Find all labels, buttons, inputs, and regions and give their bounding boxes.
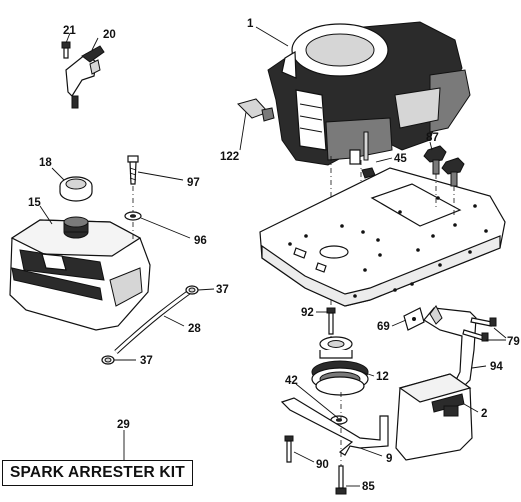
callout-12: 12 [376, 371, 389, 383]
spark-arrester-kit-label: SPARK ARRESTER KIT [10, 464, 185, 481]
part-21-screw [61, 41, 71, 59]
part-20-throttle-bracket [65, 45, 105, 109]
callout-29: 29 [117, 419, 130, 431]
callout-15: 15 [28, 197, 41, 209]
callout-18: 18 [39, 157, 52, 169]
part-28-fuel-line [114, 287, 194, 354]
part-42-washer [330, 415, 348, 425]
callout-79: 79 [507, 336, 520, 348]
part-2-muffler [395, 373, 473, 461]
part-37-clamp-bottom [101, 355, 115, 365]
part-85-bolt [335, 465, 347, 495]
callout-37-bottom: 37 [140, 355, 153, 367]
spark-arrester-kit-box: SPARK ARRESTER KIT [2, 460, 193, 486]
callout-21: 21 [63, 25, 76, 37]
part-37-clamp-top [185, 285, 199, 295]
callout-9: 9 [386, 453, 392, 465]
part-18-fuel-cap [59, 176, 93, 202]
part-9-bracket [280, 397, 389, 456]
callout-2: 2 [481, 408, 487, 420]
callout-97: 97 [187, 177, 200, 189]
callout-96: 96 [194, 235, 207, 247]
callout-37-top: 37 [216, 284, 229, 296]
part-96-washer [124, 211, 142, 221]
callout-1: 1 [247, 18, 254, 30]
callout-85: 85 [362, 481, 375, 493]
callout-92: 92 [301, 307, 314, 319]
part-87-knobs [423, 145, 465, 187]
engine-mounting-frame [259, 167, 506, 307]
callout-20: 20 [103, 29, 116, 41]
part-45-nut [361, 167, 376, 179]
callout-122: 122 [220, 151, 239, 163]
part-79-bolts [462, 317, 497, 342]
part-90-bolt [284, 435, 294, 463]
callout-90: 90 [316, 459, 329, 471]
leader-lines [39, 26, 507, 487]
callout-87: 87 [426, 132, 439, 144]
part-12-pulley [311, 336, 369, 396]
callout-45: 45 [394, 153, 407, 165]
callout-28: 28 [188, 323, 201, 335]
part-97-screw [127, 155, 139, 185]
part-69-muffler-gasket [403, 307, 425, 331]
callout-69: 69 [377, 321, 390, 333]
callout-42: 42 [285, 375, 298, 387]
callout-94: 94 [490, 361, 503, 373]
engine [267, 21, 471, 166]
part-92-bolt [326, 307, 336, 335]
part-15-fuel-tank [9, 216, 151, 331]
part-122-tube [237, 98, 275, 122]
